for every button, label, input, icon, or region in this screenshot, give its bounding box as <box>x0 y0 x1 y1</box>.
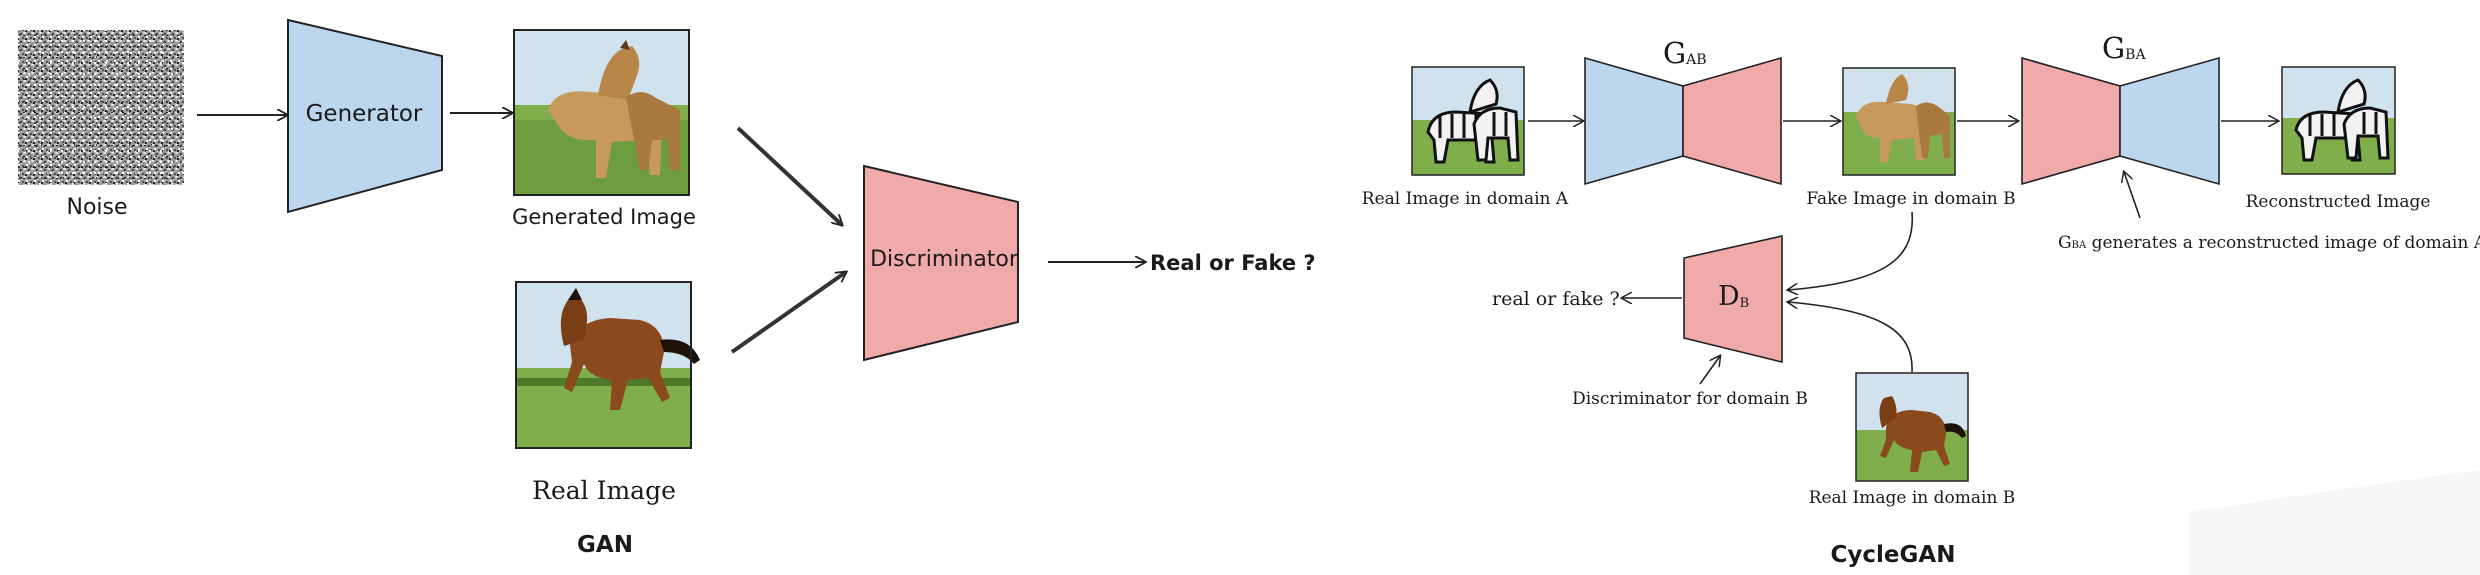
arrow-gba-note <box>2124 172 2141 219</box>
generator-label: Generator <box>306 101 423 127</box>
arrow-real-b-to-db <box>1788 302 1913 373</box>
fake-image-domain-b-label: Fake Image in domain B <box>1806 189 2015 209</box>
generator-block <box>287 18 443 214</box>
real-image-domain-b-label: Real Image in domain B <box>1809 488 2016 508</box>
real-image <box>515 281 700 449</box>
arrow-real-to-discriminator <box>730 272 846 354</box>
gan-section: Noise Generator Generated Image <box>18 18 1316 558</box>
gan-title: GAN <box>577 532 633 558</box>
arrow-fake-b-to-db <box>1788 211 1914 290</box>
fake-image-domain-b <box>1842 67 1956 176</box>
generated-image-label: Generated Image <box>512 205 696 229</box>
discriminator-label: Discriminator <box>870 247 1019 272</box>
discriminator-block <box>863 164 1019 362</box>
arrow-db-note <box>1699 356 1720 385</box>
db-note: Discriminator for domain B <box>1572 389 1808 409</box>
generator-ab-label: GAB <box>1663 36 1707 70</box>
generated-image <box>513 29 690 196</box>
generator-ba <box>2021 56 2220 186</box>
gba-note: GBA generates a reconstructed image of d… <box>2058 233 2480 253</box>
real-or-fake-output: Real or Fake ? <box>1150 251 1316 275</box>
corner-shade <box>2190 470 2480 575</box>
discriminator-b-block <box>1683 235 1783 364</box>
discriminator-b-label: DB <box>1718 281 1749 312</box>
reconstructed-image <box>2281 66 2396 175</box>
generator-ba-label: GBA <box>2102 31 2146 65</box>
cyclegan-title: CycleGAN <box>1831 542 1956 568</box>
reconstructed-image-label: Reconstructed Image <box>2246 192 2431 212</box>
real-image-domain-b <box>1855 372 1969 482</box>
real-or-fake-label: real or fake ? <box>1492 288 1620 310</box>
generator-ab <box>1584 56 1782 186</box>
real-image-domain-a-label: Real Image in domain A <box>1362 189 1569 209</box>
real-image-domain-a <box>1411 66 1525 176</box>
noise-image <box>18 30 184 185</box>
arrow-generated-to-discriminator <box>736 126 842 225</box>
cyclegan-section: Real Image in domain A GAB Fake Image in… <box>1362 31 2480 568</box>
real-image-label: Real Image <box>532 476 676 505</box>
noise-label: Noise <box>66 195 127 220</box>
